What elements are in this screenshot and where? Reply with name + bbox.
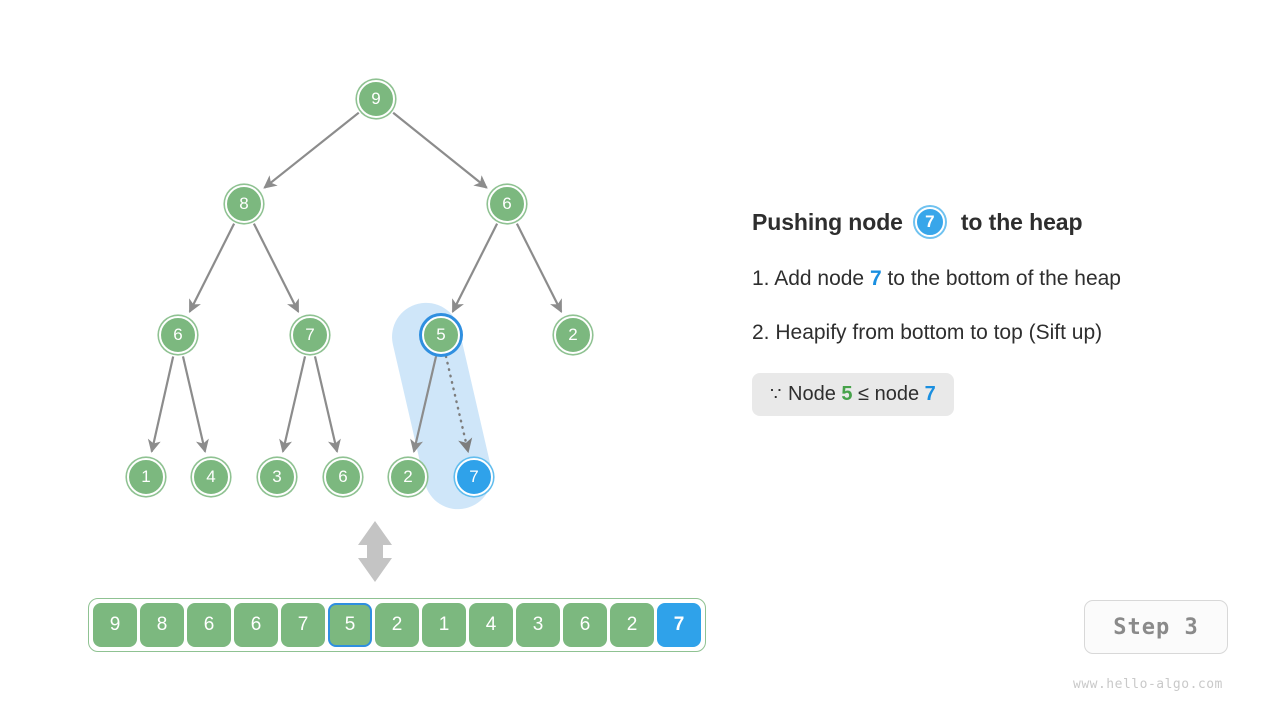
explanation-panel: Pushing node 7 to the heap 1. Add node 7… — [752, 205, 1252, 416]
tree-node-6: 6 — [324, 458, 362, 496]
step-indicator: Step 3 — [1084, 600, 1228, 654]
step-1-value: 7 — [869, 267, 882, 290]
tree-edge-6-to-1 — [147, 356, 175, 453]
tree-edge-8-to-6 — [188, 223, 236, 313]
note-text-a: Node — [782, 383, 842, 405]
array-cell-0: 9 — [93, 603, 137, 647]
sift-up-highlight-capsule — [392, 302, 492, 510]
tree-node-3: 3 — [258, 458, 296, 496]
step-1-text-a: 1. Add node — [752, 267, 870, 290]
panel-title-prefix: Pushing node — [752, 208, 903, 235]
array-cell-11: 2 — [610, 603, 654, 647]
tree-node-5: 5 — [422, 316, 460, 354]
steps-list: 1. Add node 7 to the bottom of the heap … — [752, 265, 1252, 416]
tree-node-9: 9 — [357, 80, 395, 118]
note-operator: ≤ node — [852, 383, 925, 405]
tree-edge-8-to-7 — [252, 223, 300, 313]
tree-node-6: 6 — [488, 185, 526, 223]
tree-edge-6-to-4 — [181, 356, 209, 453]
because-symbol: ∵ — [770, 384, 783, 404]
watermark: www.hello-algo.com — [1073, 677, 1223, 692]
array-cell-9: 3 — [516, 603, 560, 647]
tree-edge-9-to-6 — [392, 111, 488, 189]
tree-node-7: 7 — [291, 316, 329, 354]
tree-node-2: 2 — [389, 458, 427, 496]
array-cell-6: 2 — [375, 603, 419, 647]
tree-node-4: 4 — [192, 458, 230, 496]
tree-edge-6-to-5 — [451, 223, 499, 313]
note-right-value: 7 — [924, 383, 936, 405]
pushed-node-badge: 7 — [914, 207, 945, 237]
step-2: 2. Heapify from bottom to top (Sift up) — [752, 321, 1103, 344]
array-cell-4: 7 — [281, 603, 325, 647]
tree-node-7: 7 — [455, 458, 493, 496]
tree-edge-5-to-2 — [410, 356, 438, 453]
step-1-text-b: to the bottom of the heap — [881, 267, 1121, 290]
array-cell-2: 6 — [187, 603, 231, 647]
panel-title-suffix: to the heap — [960, 208, 1083, 235]
tree-edge-7-to-6 — [313, 356, 341, 453]
comparison-note: ∵ Node 5 ≤ node 7 — [752, 373, 954, 416]
array-cell-10: 6 — [563, 603, 607, 647]
tree-edge-9-to-8 — [263, 111, 360, 189]
step-1: 1. Add node 7 to the bottom of the heap — [752, 265, 1252, 293]
tree-node-8: 8 — [225, 185, 263, 223]
array-cell-3: 6 — [234, 603, 278, 647]
array-cell-5: 5 — [328, 603, 372, 647]
array-cell-12: 7 — [657, 603, 701, 647]
tree-node-1: 1 — [127, 458, 165, 496]
tree-array-equivalence-arrow — [358, 521, 392, 582]
array-cell-1: 8 — [140, 603, 184, 647]
array-cell-8: 4 — [469, 603, 513, 647]
tree-edge-6-to-2 — [515, 223, 563, 313]
tree-node-2: 2 — [554, 316, 592, 354]
array-cell-7: 1 — [422, 603, 466, 647]
tree-edge-7-to-3 — [279, 356, 307, 453]
tree-edge-layer — [147, 111, 563, 454]
note-left-value: 5 — [841, 383, 853, 405]
panel-title: Pushing node 7 to the heap — [752, 205, 1252, 239]
tree-node-6: 6 — [159, 316, 197, 354]
